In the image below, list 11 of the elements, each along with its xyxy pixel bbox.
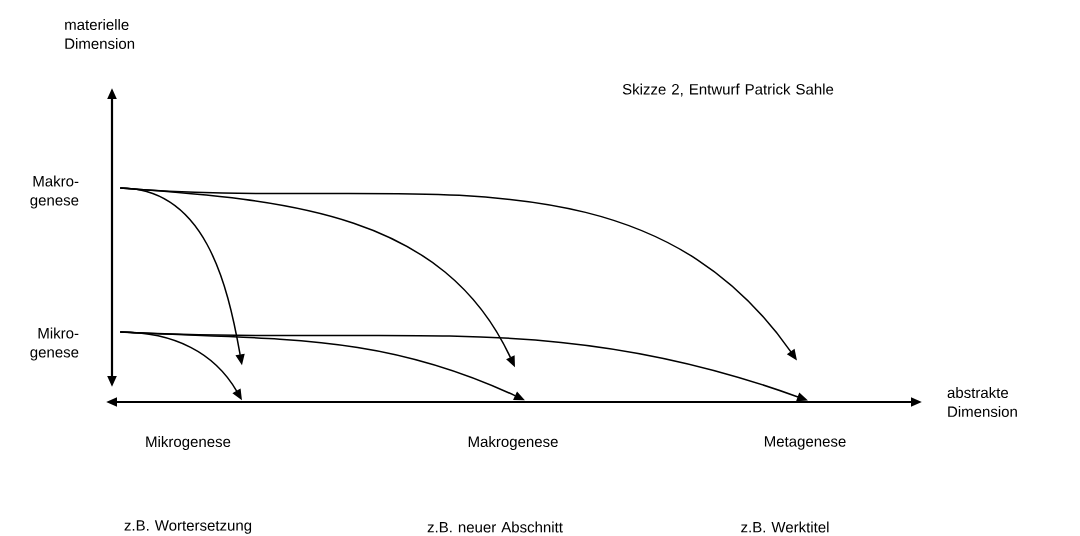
annotation-text: z.B. Wortersetzung bbox=[124, 520, 252, 534]
annotation-text: z.B. neuer Abschnitt bbox=[427, 521, 563, 533]
category-label: Mikrogenese bbox=[146, 436, 231, 450]
category-label: Makrogenese bbox=[468, 436, 558, 450]
annotation-text: Skizze 2, Entwurf Patrick Sahle bbox=[622, 83, 834, 97]
category-label: Metagenese bbox=[764, 436, 846, 450]
annotation-text: z.B. Werktitel bbox=[741, 521, 829, 533]
axis-level-label: Mikro- genese bbox=[30, 327, 79, 361]
annotation-text: materielle Dimension bbox=[65, 19, 135, 49]
axis-level-label: Makro- genese bbox=[30, 175, 79, 209]
annotation-text: abstrakte Dimension bbox=[947, 387, 1017, 417]
